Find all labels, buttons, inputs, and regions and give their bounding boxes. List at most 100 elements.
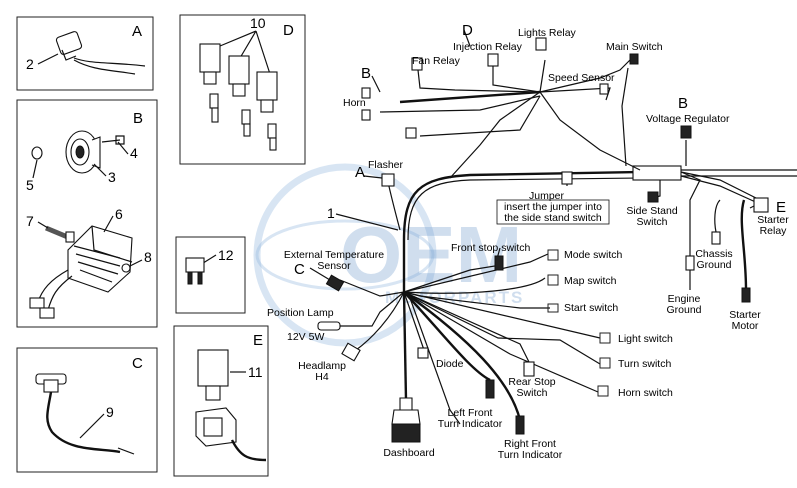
part-number-5: 5 (26, 177, 34, 193)
ext-temp-label-2: Sensor (317, 260, 351, 272)
part-number-6: 6 (115, 206, 123, 222)
inset-c-frame (16, 347, 158, 473)
horn-connector-1 (361, 87, 371, 99)
inset-12-frame (175, 236, 246, 314)
relay-group (199, 43, 278, 151)
horn-switch-box (597, 385, 609, 397)
labels: 1 A Flasher D Fan Relay Injection Relay … (267, 22, 789, 461)
part-number-2: 2 (26, 56, 34, 72)
flasher-part (55, 31, 146, 75)
starter-relay-letter: E (776, 199, 786, 216)
inset-a-frame (16, 16, 154, 91)
inset-b-letter: B (133, 110, 143, 127)
mode-switch-box (547, 249, 559, 261)
right-front-turn-label-2: Turn Indicator (498, 449, 563, 461)
speed-sensor-connector (599, 83, 609, 95)
headlamp-label-2: H4 (315, 371, 329, 383)
jumper-note-line2: the side stand switch (504, 212, 602, 224)
inset-b: B 4 5 3 7 6 (16, 99, 158, 328)
starter-motor-terminal (741, 287, 751, 303)
horn-part (31, 130, 125, 174)
chassis-ground-label-1: Chassis (695, 248, 732, 260)
part-number-9: 9 (106, 404, 114, 420)
headlamp-connector (341, 342, 361, 362)
horn-b-leader (371, 75, 381, 93)
mode-switch-label: Mode switch (564, 249, 623, 261)
injection-relay-label: Injection Relay (453, 41, 523, 53)
side-stand-label-2: Switch (637, 216, 668, 228)
starter-motor-label-2: Motor (732, 320, 759, 332)
start-switch-box (547, 303, 559, 313)
inset-c: C 9 (16, 347, 158, 473)
position-lamp-label: Position Lamp (267, 307, 334, 319)
main-switch-label: Main Switch (606, 41, 663, 53)
position-lamp-spec: 12V 5W (287, 331, 324, 343)
flasher-letter: A (355, 164, 365, 181)
relays-letter: D (462, 22, 473, 39)
right-front-turn-label-1: Right Front (504, 438, 556, 450)
jumper-connector (561, 171, 573, 185)
inset-d-letter: D (283, 22, 294, 39)
horn-letter: B (361, 65, 371, 82)
ext-temp-label-1: External Temperature (284, 249, 384, 261)
inset-a-letter: A (132, 23, 142, 40)
part-number-10: 10 (250, 15, 266, 31)
inset-a: A 2 (16, 16, 154, 91)
starter-motor-label-1: Starter (729, 309, 761, 321)
voltage-regulator-letter: B (678, 95, 688, 112)
lights-relay-label: Lights Relay (518, 27, 577, 39)
front-stop-switch-label: Front stop switch (451, 242, 531, 254)
watermark-brand: OEM (340, 210, 522, 299)
voltage-regulator-label: Voltage Regulator (646, 113, 730, 125)
right-front-turn-connector (515, 415, 525, 435)
inset-e: E 11 (173, 325, 269, 477)
horn-label: Horn (343, 97, 366, 109)
starter-relay-part (195, 349, 267, 462)
left-front-turn-connector (485, 379, 495, 399)
voltage-regulator-connector (680, 125, 692, 139)
horn-connector-3 (405, 127, 417, 139)
ext-temp-letter: C (294, 261, 305, 278)
flasher-connector (381, 173, 395, 187)
part-number-7: 7 (26, 213, 34, 229)
part-number-11: 11 (248, 364, 263, 380)
part-number-3: 3 (108, 169, 116, 185)
front-stop-switch-connector (494, 255, 504, 271)
relays-d-leader (463, 29, 471, 47)
inset-12: 12 (175, 236, 246, 314)
regulator-nut (121, 263, 131, 273)
light-switch-box (599, 332, 611, 344)
turn-switch-label: Turn switch (618, 358, 671, 370)
main-harness (339, 59, 797, 425)
map-switch-label: Map switch (564, 275, 617, 287)
left-front-turn-label-2: Turn Indicator (438, 418, 503, 430)
part-number-8: 8 (144, 249, 152, 265)
side-stand-label-1: Side Stand (626, 205, 678, 217)
horn-connector-2 (361, 109, 371, 121)
jumper-note-line1: insert the jumper into (504, 201, 602, 213)
engine-ground-label-1: Engine (668, 293, 701, 305)
injection-relay-connector (487, 53, 499, 67)
map-switch-box (547, 274, 559, 286)
flasher-a-leader (363, 175, 383, 179)
chassis-ground-label-2: Ground (696, 259, 731, 271)
inset-e-letter: E (253, 332, 263, 349)
speed-sensor-label: Speed Sensor (548, 72, 615, 84)
part-number-1: 1 (327, 205, 335, 221)
engine-ground-terminal (685, 255, 695, 271)
horn-switch-label: Horn switch (618, 387, 673, 399)
position-lamp-bulb (317, 321, 341, 331)
engine-ground-label-2: Ground (666, 304, 701, 316)
starter-relay-connector (753, 197, 769, 213)
horn-bolt (101, 135, 125, 145)
rear-stop-label-1: Rear Stop (508, 376, 555, 388)
starter-relay-label-2: Relay (760, 225, 788, 237)
start-switch-label: Start switch (564, 302, 618, 314)
headlamp-label-1: Headlamp (298, 360, 346, 372)
diode-connector (417, 347, 429, 359)
starter-relay-label-1: Starter (757, 214, 789, 226)
horn-nut (31, 146, 43, 160)
dashboard-connector (391, 397, 421, 443)
diode-label: Diode (436, 358, 464, 370)
rear-stop-label-2: Switch (517, 387, 548, 399)
